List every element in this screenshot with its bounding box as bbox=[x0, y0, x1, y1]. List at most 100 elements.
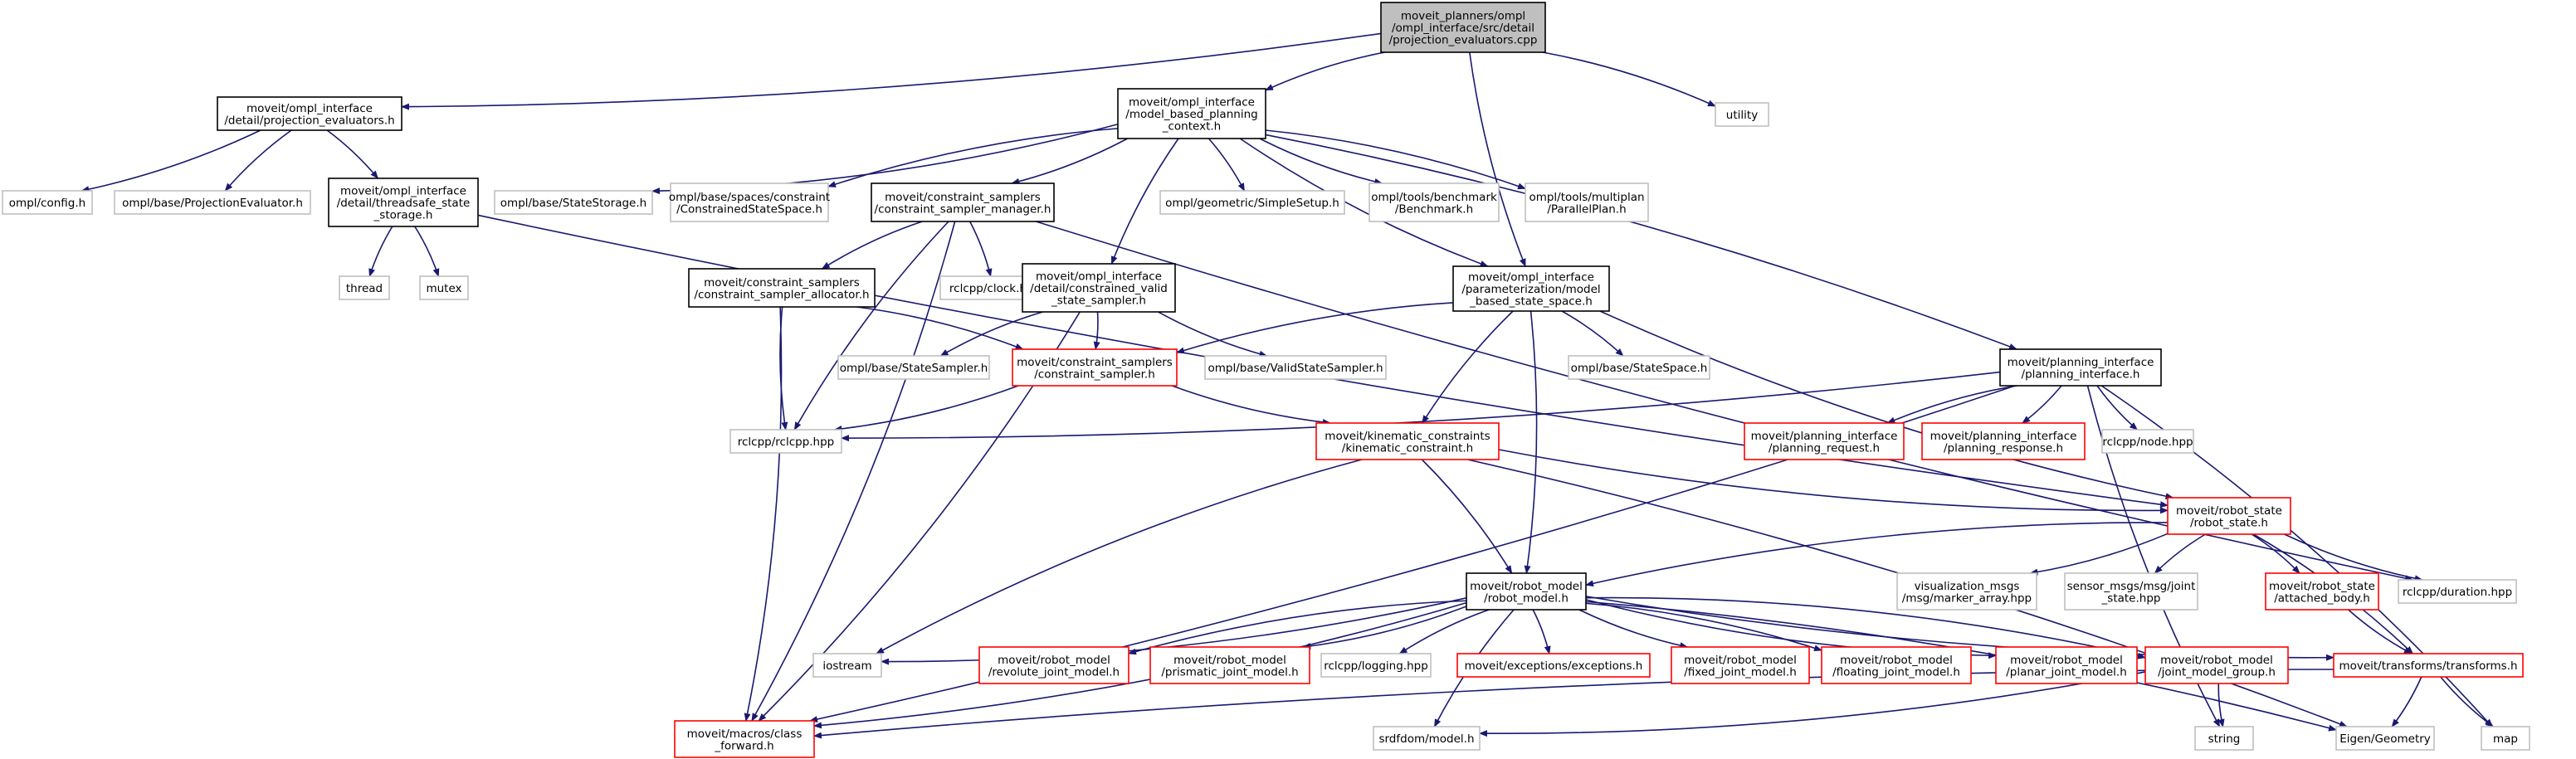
node-label-projeval-line-0: ompl/base/ProjectionEvaluator.h bbox=[122, 197, 303, 210]
node-mbss[interactable]: moveit/ompl_interface/parameterization/m… bbox=[1452, 265, 1610, 312]
edge-pi-to-rclcpp bbox=[841, 371, 2001, 442]
edge-rm-to-jmg bbox=[1585, 596, 2146, 659]
node-label-parallelplan-line-1: /ParallelPlan.h bbox=[1547, 202, 1626, 216]
edge-transforms-to-eigen bbox=[2391, 676, 2422, 727]
node-label-csm-line-0: moveit/constraint_samplers bbox=[885, 191, 1041, 204]
node-box-vis bbox=[1896, 572, 2037, 611]
edge-rs-to-sensor bbox=[2154, 533, 2206, 574]
edge-rs-to-duration bbox=[2284, 533, 2423, 582]
node-box-config bbox=[2, 190, 93, 215]
node-csa[interactable]: moveit/constraint_samplers/constraint_sa… bbox=[688, 268, 876, 308]
node-label-vis-line-0: visualization_msgs bbox=[1915, 580, 2020, 593]
node-box-statespace bbox=[1568, 355, 1710, 380]
node-label-duration-line-0: rclcpp/duration.hpp bbox=[2403, 586, 2512, 599]
edge-rs-to-rm bbox=[1585, 522, 2169, 587]
node-kc: moveit/kinematic_constraints/kinematic_c… bbox=[1315, 422, 1500, 460]
node-string: string bbox=[2194, 726, 2254, 751]
node-label-revolute-line-1: /revolute_joint_model.h bbox=[988, 665, 1120, 679]
edge-mbss-to-kc bbox=[1422, 310, 1514, 424]
edge-cvss-to-statesampler bbox=[939, 311, 1043, 357]
node-label-statespace-line-0: ompl/base/StateSpace.h bbox=[1571, 362, 1708, 375]
node-label-rm-line-0: moveit/robot_model bbox=[1470, 580, 1583, 593]
node-box-cvss bbox=[1022, 263, 1176, 313]
node-presp: moveit/planning_interface/planning_respo… bbox=[1921, 422, 2086, 460]
node-rclcpp: rclcpp/rclcpp.hpp bbox=[729, 429, 842, 454]
edge-pe_h-to-tsss bbox=[326, 129, 379, 179]
nodes-layer: moveit_planners/ompl/ompl_interface/src/… bbox=[2, 2, 2530, 758]
node-eigen: Eigen/Geometry bbox=[2335, 726, 2435, 751]
node-label-mbss-line-0: moveit/ompl_interface bbox=[1468, 271, 1594, 285]
node-mutex: mutex bbox=[419, 275, 469, 300]
node-label-iostream-line-0: iostream bbox=[822, 659, 871, 673]
node-label-tsss-line-2: _storage.h bbox=[373, 209, 433, 222]
node-sensor: sensor_msgs/msg/joint_state.hpp bbox=[2064, 572, 2198, 611]
node-box-kc bbox=[1315, 422, 1500, 460]
node-prismatic: moveit/robot_model/prismatic_joint_model… bbox=[1149, 646, 1310, 684]
node-box-csm bbox=[871, 182, 1055, 222]
edge-mbpc-to-statestorage bbox=[651, 124, 1119, 195]
node-box-statestorage bbox=[494, 190, 653, 215]
node-label-sensor-line-1: _state.hpp bbox=[2101, 591, 2161, 605]
node-cs: moveit/constraint_samplers/constraint_sa… bbox=[1012, 348, 1178, 387]
node-iostream: iostream bbox=[812, 653, 882, 678]
node-box-revolute bbox=[978, 646, 1129, 684]
node-box-fixed bbox=[1671, 646, 1810, 684]
edge-root-to-pe_h bbox=[401, 32, 1382, 110]
node-benchmark: ompl/tools/benchmark/Benchmark.h bbox=[1368, 182, 1500, 222]
edge-rm-to-revolute bbox=[1128, 600, 1467, 655]
node-label-jmg-line-0: moveit/robot_model bbox=[2160, 654, 2273, 667]
node-box-ab bbox=[2265, 572, 2379, 611]
node-label-rs-line-0: moveit/robot_state bbox=[2176, 504, 2282, 518]
node-label-pi-line-1: /planning_interface.h bbox=[2022, 367, 2140, 381]
node-label-conspace-line-0: ompl/base/spaces/constraint bbox=[669, 191, 830, 204]
edge-ab-to-transforms bbox=[2348, 609, 2413, 654]
node-cvss[interactable]: moveit/ompl_interface/detail/constrained… bbox=[1022, 263, 1176, 313]
edge-csa-to-cs bbox=[856, 306, 1024, 350]
node-label-string-line-0: string bbox=[2208, 732, 2241, 746]
edge-rm-to-classfwd bbox=[813, 601, 1467, 729]
node-pe_h[interactable]: moveit/ompl_interface/detail/projection_… bbox=[217, 96, 402, 131]
node-box-root bbox=[1380, 2, 1546, 53]
node-duration: rclcpp/duration.hpp bbox=[2398, 579, 2517, 604]
node-thread: thread bbox=[339, 275, 390, 300]
node-label-csm-line-1: /constraint_sampler_manager.h bbox=[875, 202, 1051, 216]
node-rm[interactable]: moveit/robot_model/robot_model.h bbox=[1466, 572, 1587, 611]
node-box-rm bbox=[1466, 572, 1587, 611]
edge-pe_h-to-projeval bbox=[224, 129, 292, 192]
node-label-parallelplan-line-0: ompl/tools/multiplan bbox=[1529, 191, 1644, 204]
node-root[interactable]: moveit_planners/ompl/ompl_interface/src/… bbox=[1380, 2, 1546, 53]
node-box-conspace bbox=[670, 182, 829, 222]
node-box-node bbox=[2101, 429, 2194, 454]
node-label-preq-line-0: moveit/planning_interface bbox=[1751, 430, 1898, 443]
node-box-eigen bbox=[2335, 726, 2435, 751]
node-csm[interactable]: moveit/constraint_samplers/constraint_sa… bbox=[871, 182, 1055, 222]
node-label-benchmark-line-0: ompl/tools/benchmark bbox=[1371, 191, 1497, 204]
node-conspace: ompl/base/spaces/constraint/ConstrainedS… bbox=[669, 182, 830, 222]
node-label-root-line-0: moveit_planners/ompl bbox=[1401, 10, 1525, 23]
node-box-csa bbox=[688, 268, 876, 308]
node-classfwd: moveit/macros/class_forward.h bbox=[674, 720, 815, 758]
edge-cvss-to-validss bbox=[1158, 311, 1268, 358]
edge-pe_h-to-config bbox=[80, 129, 261, 193]
node-label-fixed-line-0: moveit/robot_model bbox=[1684, 654, 1797, 667]
node-label-cs-line-1: /constraint_sampler.h bbox=[1034, 367, 1155, 381]
node-box-simplesetup bbox=[1159, 190, 1345, 215]
node-label-root-line-1: /ompl_interface/src/detail bbox=[1392, 22, 1534, 35]
node-label-conspace-line-1: /ConstrainedStateSpace.h bbox=[676, 202, 822, 216]
node-pi[interactable]: moveit/planning_interface/planning_inter… bbox=[1999, 348, 2162, 387]
edge-kc-to-iostream bbox=[876, 459, 1363, 654]
node-revolute: moveit/robot_model/revolute_joint_model.… bbox=[978, 646, 1129, 684]
node-label-thread-line-0: thread bbox=[346, 282, 383, 295]
node-ab: moveit/robot_state/attached_body.h bbox=[2265, 572, 2379, 611]
node-label-sensor-line-0: sensor_msgs/msg/joint bbox=[2067, 580, 2196, 593]
node-box-logging bbox=[1320, 653, 1432, 678]
node-mbpc[interactable]: moveit/ompl_interface/model_based_planni… bbox=[1117, 88, 1266, 139]
node-label-pi-line-0: moveit/planning_interface bbox=[2008, 356, 2154, 369]
node-tsss[interactable]: moveit/ompl_interface/detail/threadsafe_… bbox=[328, 178, 479, 227]
edge-csm-to-csa bbox=[821, 221, 923, 270]
node-box-benchmark bbox=[1368, 182, 1500, 222]
node-label-mbss-line-1: /parameterization/model bbox=[1461, 283, 1600, 296]
edge-mbpc-to-parallelplan bbox=[1265, 129, 1526, 190]
node-label-prismatic-line-0: moveit/robot_model bbox=[1173, 654, 1286, 667]
edge-mbpc-to-csm bbox=[1011, 138, 1128, 185]
